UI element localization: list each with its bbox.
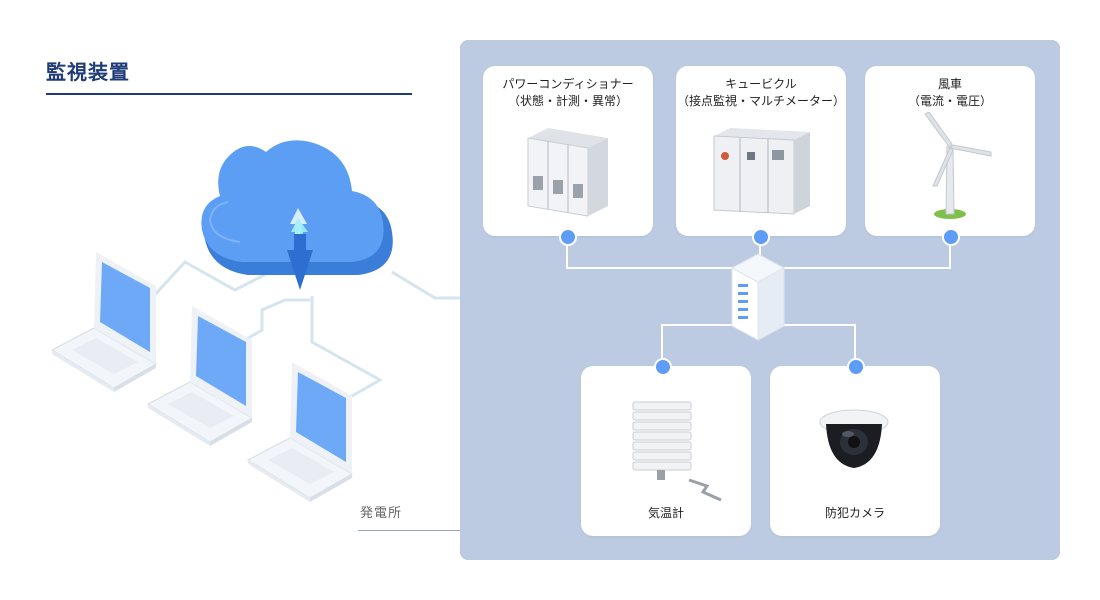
wind-turbine-name: 風車 — [937, 77, 962, 91]
dome-security-camera-icon — [819, 409, 889, 468]
power-conditioner-connector — [559, 228, 577, 246]
thermometer-connector — [654, 358, 672, 376]
wind-turbine-icon — [924, 112, 992, 219]
cubicle-cabinet-icon — [713, 128, 810, 215]
thermometer-card[interactable]: 気温計 — [581, 366, 751, 536]
cubicle-card[interactable]: キュービクル （接点監視・マルチメーター） — [676, 66, 846, 236]
thermometer-name: 気温計 — [647, 506, 684, 520]
weather-thermometer-shield-icon — [632, 401, 722, 502]
power-plant-rule — [358, 530, 460, 531]
camera-card[interactable]: 防犯カメラ — [770, 366, 940, 536]
cubicle-name: キュービクル — [725, 77, 797, 91]
title-underline — [46, 93, 412, 95]
power-conditioner-sub: （状態・計測・異常） — [507, 94, 628, 108]
wind-turbine-sub: （電流・電圧） — [907, 94, 992, 108]
cubicle-sub: （接点監視・マルチメーター） — [676, 94, 845, 108]
wind-turbine-connector — [942, 228, 960, 246]
wind-turbine-card[interactable]: 風車 （電流・電圧） — [865, 66, 1035, 236]
page-title: 監視装置 — [46, 60, 130, 84]
power-conditioner-name: パワーコンディショナー — [502, 77, 634, 91]
cubicle-connector — [752, 228, 770, 246]
camera-connector — [847, 358, 865, 376]
power-conditioner-card[interactable]: パワーコンディショナー （状態・計測・異常） — [483, 66, 653, 236]
power-plant-label: 発電所 — [360, 506, 403, 521]
camera-name: 防犯カメラ — [824, 506, 885, 520]
power-conditioner-cabinet-icon — [527, 128, 608, 217]
